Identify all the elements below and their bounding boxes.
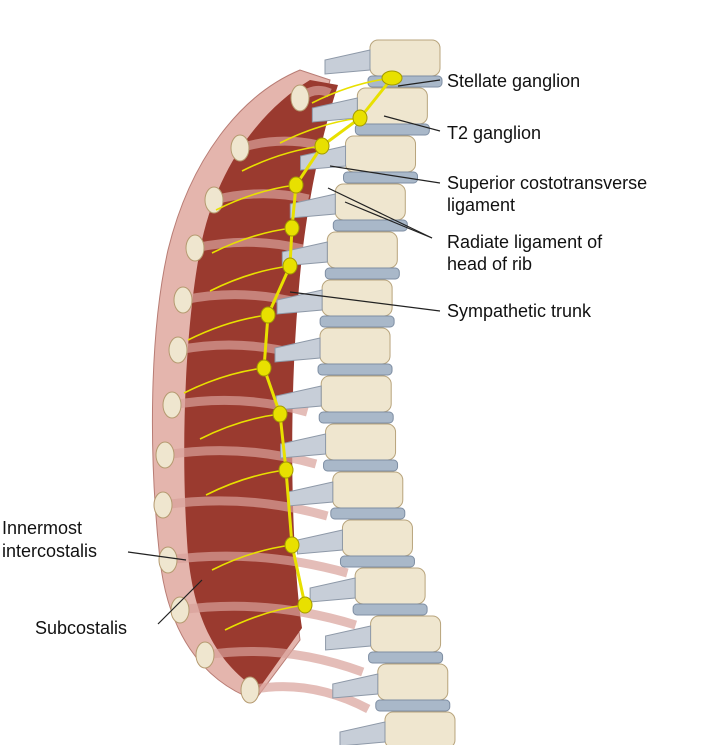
label-radiate-ligament-1: Radiate ligament of (447, 232, 603, 252)
intervertebral-disc (375, 699, 451, 712)
rib (204, 646, 365, 677)
ganglion (314, 137, 330, 155)
intervertebral-disc (330, 507, 406, 520)
label-superior-costotransverse-2: ligament (447, 195, 516, 215)
intercostal-nerve-branch (205, 469, 287, 496)
leader-superior (329, 165, 441, 184)
vertebral-body (354, 567, 426, 605)
stellate-ganglion (381, 70, 403, 86)
costal-ligament (276, 289, 323, 315)
rib-end (240, 676, 260, 704)
rib (179, 601, 357, 630)
rib-end (195, 641, 215, 669)
intervertebral-disc (339, 555, 415, 568)
vertebral-body (345, 135, 417, 173)
leader-subcostalis (157, 579, 203, 625)
ganglion (278, 461, 294, 479)
intervertebral-disc (343, 171, 419, 184)
leader-stellate (397, 79, 441, 87)
intervertebral-disc (323, 459, 399, 472)
costal-ligament (309, 577, 356, 603)
vertebral-body (326, 231, 398, 269)
rib (167, 551, 349, 578)
leader-trunk (289, 291, 441, 312)
intercostal-nerve-branch (241, 145, 323, 172)
intercostal-nerve-branch (209, 265, 291, 292)
label-innermost-2: intercostalis (2, 541, 98, 561)
label-radiate-ligament-2: head of rib (447, 254, 533, 274)
label-innermost-1: Innermost (2, 518, 83, 538)
rib (212, 189, 310, 205)
leader-innermost (127, 551, 187, 561)
rib-end (153, 491, 173, 519)
intervertebral-disc (354, 123, 430, 136)
rib-end (185, 234, 205, 262)
intercostal-nerve-branch (211, 227, 293, 254)
intercostal-nerve-branch (199, 413, 281, 440)
costal-ligament (296, 529, 343, 555)
vertebral-body (377, 663, 449, 701)
vertebral-body (370, 615, 442, 653)
leader-radiate-1 (327, 187, 433, 239)
rib-end (170, 596, 190, 624)
ganglion (297, 596, 313, 614)
intercostal-nerve-branch (211, 544, 293, 571)
intercostal-nerve-branch (224, 604, 306, 631)
rib-end (162, 391, 182, 419)
rib (164, 446, 318, 469)
intercostal-muscles (184, 80, 338, 690)
ganglion (288, 176, 304, 194)
vertebral-body (325, 423, 397, 461)
ganglion (284, 536, 300, 554)
intercostal-nerve-branch (183, 367, 265, 394)
intercostal-nerve-branch (215, 184, 297, 211)
label-subcostalis: Subcostalis (35, 618, 128, 638)
sympathetic-trunk (262, 77, 394, 606)
leader-t2 (383, 115, 441, 132)
intervertebral-disc (332, 219, 408, 232)
intervertebral-disc (318, 411, 394, 424)
intervertebral-disc (319, 315, 395, 328)
intervertebral-disc (324, 267, 400, 280)
rib-end (158, 546, 178, 574)
costal-ligament (339, 721, 386, 745)
rib-end (155, 441, 175, 469)
vertebral-body (319, 327, 391, 365)
label-stellate-ganglion: Stellate ganglion (447, 71, 581, 91)
leader-radiate-2 (344, 201, 433, 239)
vertebral-body (320, 375, 392, 413)
vertebral-body (341, 519, 413, 557)
costal-ligament (287, 481, 334, 507)
costal-ligament (324, 49, 371, 75)
ganglion (352, 109, 368, 127)
rib (249, 682, 371, 713)
intercostal-nerve-branch (187, 314, 269, 341)
costal-ligament (280, 433, 327, 459)
intervertebral-disc (352, 603, 428, 616)
rib-end (204, 186, 224, 214)
rib-end (230, 134, 250, 162)
rib (162, 496, 329, 521)
label-t2-ganglion: T2 ganglion (447, 123, 542, 143)
label-superior-costotransverse-1: Superior costotransverse (447, 173, 648, 193)
intervertebral-disc (368, 651, 444, 664)
ganglion (282, 257, 298, 275)
rib-end (290, 84, 310, 112)
vertebral-body (384, 711, 456, 745)
ganglion (260, 306, 276, 324)
vertebral-body (369, 39, 441, 77)
costal-ligament (289, 193, 336, 219)
intervertebral-disc (317, 363, 393, 376)
costal-ligament (274, 337, 321, 363)
intercostal-nerve-branch (279, 117, 361, 144)
ganglion (272, 405, 288, 423)
rib-end (168, 336, 188, 364)
label-sympathetic-trunk: Sympathetic trunk (447, 301, 592, 321)
costal-ligament (332, 673, 379, 699)
ganglion (256, 359, 272, 377)
rib-end (173, 286, 193, 314)
ganglion (284, 219, 300, 237)
costal-ligament (325, 625, 372, 651)
vertebral-body (332, 471, 404, 509)
